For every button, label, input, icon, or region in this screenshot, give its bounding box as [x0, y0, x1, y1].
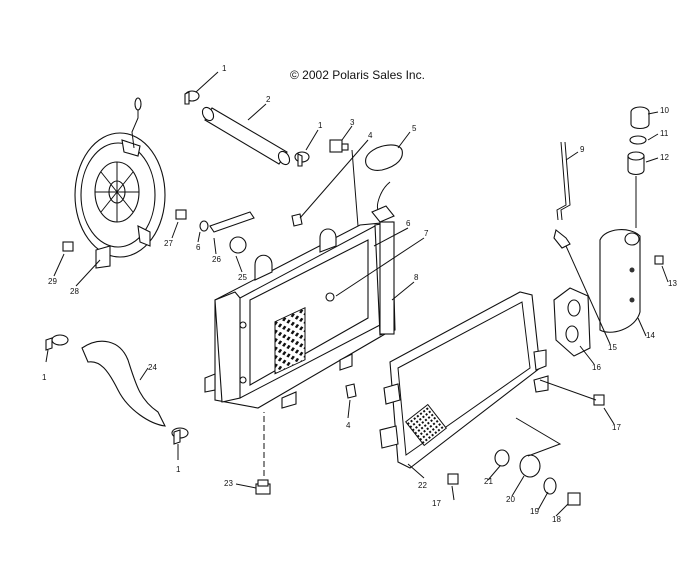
callout: 8 — [414, 273, 419, 282]
callout: 10 — [660, 106, 669, 115]
callout: 20 — [506, 495, 515, 504]
leader-lines — [45, 71, 669, 517]
callout: 25 — [238, 273, 247, 282]
callout: 24 — [148, 363, 157, 372]
callout: 14 — [646, 331, 655, 340]
radiator — [204, 221, 396, 409]
shroud-panel — [379, 291, 549, 469]
callout: 7 — [424, 229, 429, 238]
callout: 1 — [176, 465, 181, 474]
callout: 16 — [592, 363, 601, 372]
lower-hose — [81, 340, 166, 427]
callout: 1 — [222, 64, 227, 73]
callout: 5 — [412, 124, 417, 133]
callout: 18 — [552, 515, 561, 524]
callout: 27 — [164, 239, 173, 248]
callout: 2 — [266, 95, 271, 104]
callout-labels: 1 2 1 3 4 5 6 7 8 9 10 11 12 13 14 15 16… — [42, 64, 677, 524]
callout: 12 — [660, 153, 669, 162]
callout: 6 — [196, 243, 201, 252]
callout: 9 — [580, 145, 585, 154]
hose-clamps — [45, 90, 310, 445]
small-parts — [62, 106, 664, 506]
callout: 17 — [432, 499, 441, 508]
copyright-notice: © 2002 Polaris Sales Inc. — [290, 68, 425, 82]
callout: 11 — [660, 129, 669, 138]
callout: 1 — [42, 373, 47, 382]
callout: 19 — [530, 507, 539, 516]
callout: 17 — [612, 423, 621, 432]
upper-hose — [204, 107, 288, 165]
callout: 26 — [212, 255, 221, 264]
fan-assembly — [74, 97, 166, 269]
callout: 1 — [318, 121, 323, 130]
callout: 29 — [48, 277, 57, 286]
callout: 6 — [406, 219, 411, 228]
callout: 3 — [350, 118, 355, 127]
callout: 15 — [608, 343, 617, 352]
callout: 22 — [418, 481, 427, 490]
callout: 13 — [668, 279, 677, 288]
callout: 21 — [484, 477, 493, 486]
callout: 23 — [224, 479, 233, 488]
callout: 4 — [346, 421, 351, 430]
callout: 4 — [368, 131, 373, 140]
callout: 28 — [70, 287, 79, 296]
